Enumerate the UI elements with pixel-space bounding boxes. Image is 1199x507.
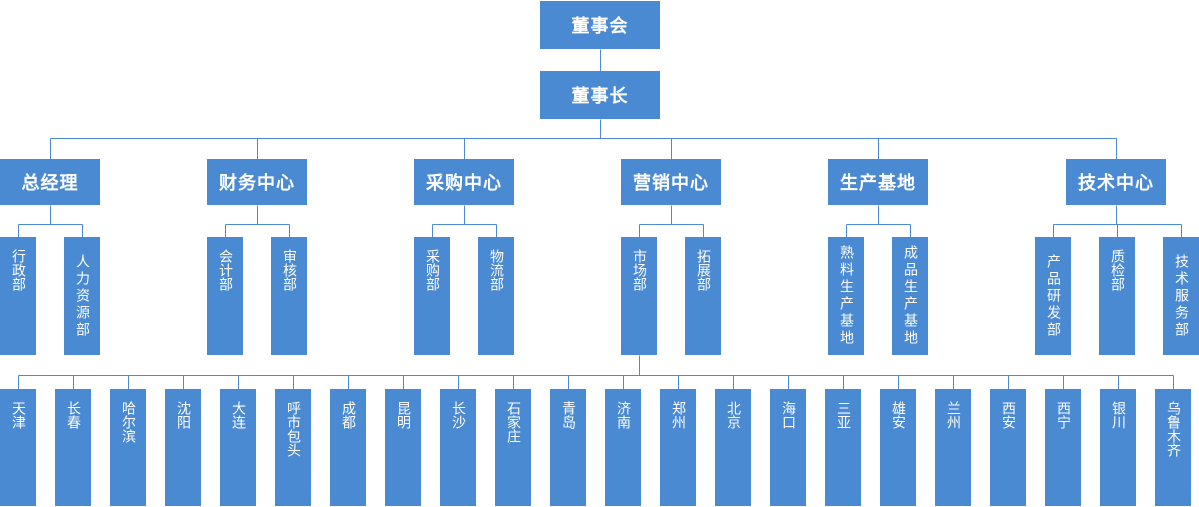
node-unit: 熟料生产基地: [828, 237, 864, 355]
node-branch: 海口: [770, 389, 806, 506]
node-department: 生产基地: [828, 159, 928, 205]
node-unit: 会计部: [207, 237, 243, 355]
node-unit: 产品研发部: [1035, 237, 1071, 355]
node-branch: 济南: [605, 389, 641, 506]
node-branch: 沈阳: [165, 389, 201, 506]
node-branch: 三亚: [825, 389, 861, 506]
node-department: 财务中心: [207, 159, 307, 205]
node-department: 总经理: [0, 159, 100, 205]
node-unit: 拓展部: [685, 237, 721, 355]
node-branch: 大连: [220, 389, 256, 506]
node-chairman: 董事长: [540, 71, 660, 119]
node-department: 技术中心: [1066, 159, 1166, 205]
node-branch: 西宁: [1045, 389, 1081, 506]
node-branch: 郑州: [660, 389, 696, 506]
node-branch: 哈尔滨: [110, 389, 146, 506]
node-unit: 人力资源部: [64, 237, 100, 355]
node-branch: 天津: [0, 389, 36, 506]
node-branch: 长春: [55, 389, 91, 506]
node-branch: 西安: [990, 389, 1026, 506]
node-unit: 质检部: [1099, 237, 1135, 355]
node-branch: 石家庄: [495, 389, 531, 506]
node-unit: 市场部: [621, 237, 657, 355]
node-branch: 成都: [330, 389, 366, 506]
node-branch: 银川: [1100, 389, 1136, 506]
node-board: 董事会: [540, 1, 660, 49]
node-branch: 兰州: [935, 389, 971, 506]
node-branch: 雄安: [880, 389, 916, 506]
node-branch: 北京: [715, 389, 751, 506]
node-branch: 昆明: [385, 389, 421, 506]
node-unit: 采购部: [414, 237, 450, 355]
node-department: 营销中心: [621, 159, 721, 205]
node-branch: 长沙: [440, 389, 476, 506]
node-branch: 呼市包头: [275, 389, 311, 506]
node-unit: 物流部: [478, 237, 514, 355]
node-branch: 乌鲁木齐: [1155, 389, 1191, 506]
node-unit: 行政部: [0, 237, 36, 355]
node-department: 采购中心: [414, 159, 514, 205]
node-branch: 青岛: [550, 389, 586, 506]
node-unit: 审核部: [271, 237, 307, 355]
node-unit: 技术服务部: [1163, 237, 1199, 355]
node-unit: 成品生产基地: [892, 237, 928, 355]
